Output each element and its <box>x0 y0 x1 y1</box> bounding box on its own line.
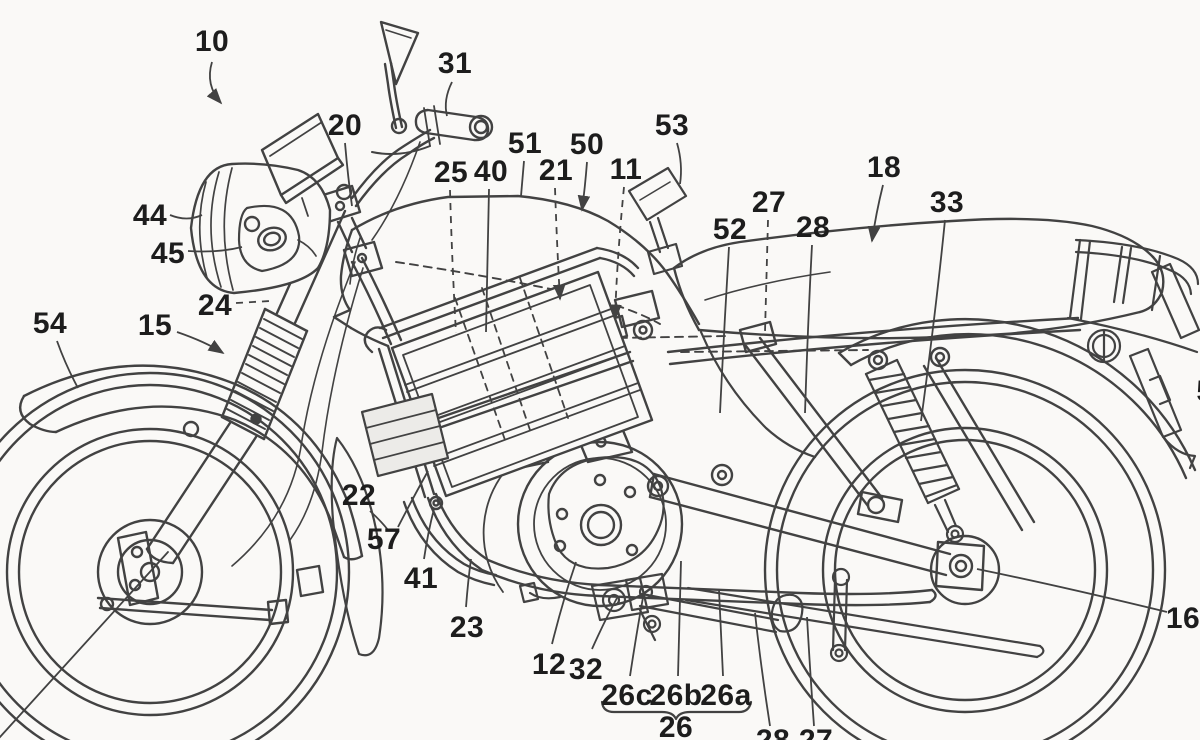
turn-signal-icon <box>627 166 688 276</box>
motorcycle-line-art <box>0 20 1200 740</box>
ref-leader-27 <box>764 219 769 333</box>
ref-label-40: 40 <box>474 155 508 188</box>
ref-leader-10 <box>206 61 223 105</box>
front-fender-icon <box>18 364 364 561</box>
ref-label-15: 15 <box>138 309 172 342</box>
controller-box-icon <box>360 392 450 478</box>
ref-leader-40 <box>485 188 490 333</box>
ref-leader-27 <box>806 616 815 727</box>
group-26-brace <box>600 700 753 721</box>
ref-leader-31 <box>444 81 453 117</box>
ref-label-44: 44 <box>133 199 167 232</box>
ref-label-10: 10 <box>195 25 229 58</box>
headlight-icon <box>189 162 332 295</box>
ref-label-33: 33 <box>930 186 964 219</box>
ref-label-16: 16 <box>1166 602 1200 635</box>
swingarm-icon <box>646 472 986 592</box>
ref-leader-41 <box>423 508 435 560</box>
ref-label-28: 28 <box>756 724 790 740</box>
ref-leader-51 <box>520 160 525 197</box>
ref-leader-16 <box>976 568 1168 613</box>
ref-leader-57 <box>397 470 429 528</box>
stand-assembly-icon <box>518 567 1045 663</box>
ref-leader-11 <box>609 186 625 321</box>
ref-leader-50 <box>577 161 591 212</box>
ref-leader-26a <box>718 589 724 677</box>
ref-label-25: 25 <box>434 156 468 189</box>
ref-leader-32 <box>591 597 618 650</box>
ref-label-23: 23 <box>450 611 484 644</box>
ref-leader-25 <box>449 189 457 334</box>
ref-label-54: 54 <box>33 307 67 340</box>
ref-label-5: 5 <box>1196 375 1200 408</box>
ref-label-51: 51 <box>508 127 542 160</box>
ref-leader-52 <box>719 246 730 414</box>
ref-leader-12 <box>551 561 577 645</box>
ref-leader-26b <box>677 560 682 677</box>
ref-leader-54 <box>56 340 79 389</box>
ref-label-27: 27 <box>799 724 833 740</box>
ref-leader-28 <box>754 612 771 727</box>
ref-label-31: 31 <box>438 47 472 80</box>
ref-label-26b: 26b <box>649 679 702 712</box>
ref-label-26a: 26a <box>700 679 752 712</box>
rear-shock-icon <box>864 358 965 544</box>
cable-lines <box>231 141 421 567</box>
ref-label-12: 12 <box>532 648 566 681</box>
ref-label-41: 41 <box>404 562 438 595</box>
rear-rack-icon <box>1066 238 1200 470</box>
ref-label-26c: 26c <box>601 679 653 712</box>
ref-label-18: 18 <box>867 151 901 184</box>
ref-leader-23 <box>465 558 472 608</box>
ref-leader-21 <box>552 187 566 301</box>
ref-leader-33 <box>920 219 946 422</box>
ref-label-45: 45 <box>151 237 185 270</box>
ref-label-32: 32 <box>569 653 603 686</box>
exhaust-pipe-icon <box>402 492 937 607</box>
ref-label-50: 50 <box>570 128 604 161</box>
ref-leader-53 <box>676 142 682 185</box>
ref-leader-44 <box>169 214 203 220</box>
speedometer-icon <box>260 112 345 217</box>
ref-label-26: 26 <box>659 711 693 740</box>
front-wheel-icon <box>0 371 351 740</box>
ref-leader-26c <box>629 591 645 677</box>
ref-leader-22 <box>369 510 389 531</box>
ref-label-20: 20 <box>328 109 362 142</box>
ref-leader-18 <box>867 184 884 243</box>
ref-label-24: 24 <box>198 289 232 322</box>
ref-label-22: 22 <box>342 479 376 512</box>
ref-leader-28 <box>804 244 813 414</box>
ref-label-28: 28 <box>796 211 830 244</box>
rear-wheel-icon <box>763 368 1167 740</box>
frame-downtube-icon <box>350 256 403 346</box>
ref-label-57: 57 <box>367 523 401 556</box>
ref-leader-15 <box>176 331 225 354</box>
ref-leader-24 <box>235 300 271 304</box>
ref-label-52: 52 <box>713 213 747 246</box>
ref-leader-20 <box>344 142 353 207</box>
ref-label-27: 27 <box>752 186 786 219</box>
ref-leader-45 <box>187 246 243 253</box>
ref-label-11: 11 <box>610 153 643 186</box>
ref-label-21: 21 <box>539 154 573 187</box>
rear-subframe-icon <box>666 316 1082 532</box>
front-fork-icon <box>145 183 384 565</box>
handlebar-icon <box>350 20 494 208</box>
ref-label-53: 53 <box>655 109 689 142</box>
